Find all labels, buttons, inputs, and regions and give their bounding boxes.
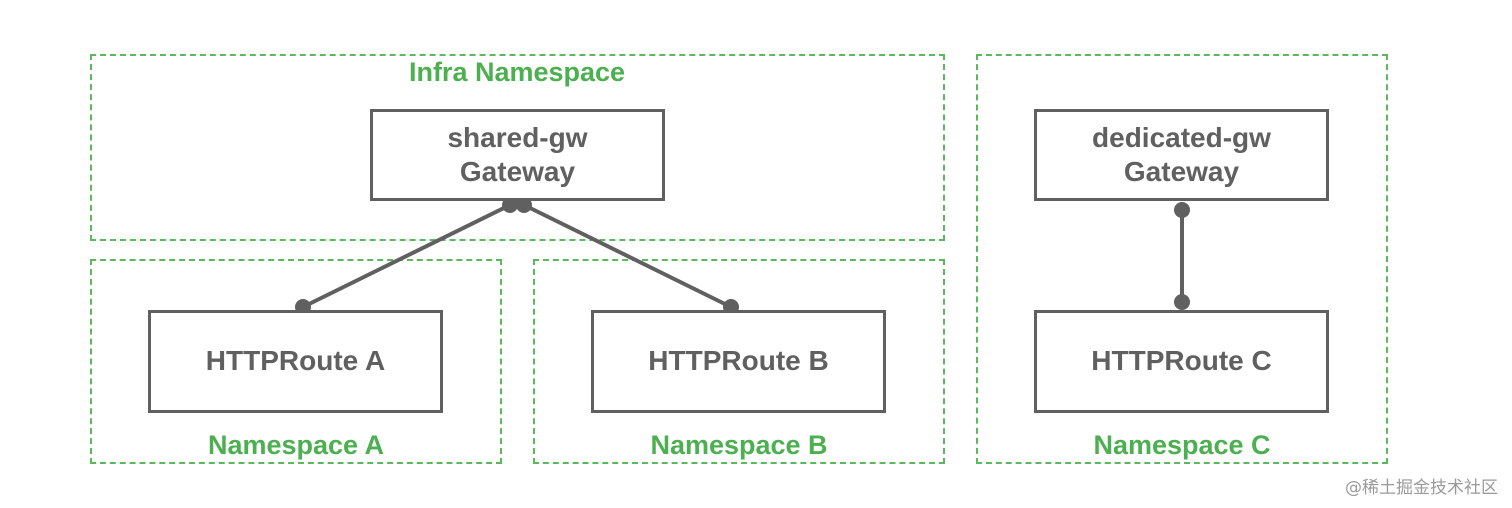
dedicated-gw-gateway-node: dedicated-gw Gateway [1034, 109, 1329, 201]
httproute-b-label: HTTPRoute B [648, 345, 829, 377]
shared-gw-name: shared-gw [447, 121, 588, 153]
httproute-a-label: HTTPRoute A [205, 345, 386, 377]
namespace-b-label: Namespace B [650, 430, 828, 460]
infra-namespace-box [90, 54, 945, 241]
httproute-c-node: HTTPRoute C [1034, 310, 1329, 413]
httproute-a-node: HTTPRoute A [148, 310, 443, 413]
dedicated-gw-name: dedicated-gw [1092, 121, 1271, 153]
namespace-a-box [90, 259, 502, 464]
dedicated-gw-kind: Gateway [1123, 156, 1240, 187]
namespace-b-box [533, 259, 945, 464]
namespace-a-label: Namespace A [207, 430, 385, 460]
watermark-text: @稀土掘金技术社区 [1345, 478, 1498, 498]
shared-gw-kind: Gateway [459, 156, 576, 187]
httproute-c-label: HTTPRoute C [1091, 345, 1272, 377]
namespace-c-box [976, 54, 1388, 464]
namespace-c-label: Namespace C [1093, 430, 1271, 460]
shared-gw-gateway-node: shared-gw Gateway [370, 109, 665, 201]
httproute-b-node: HTTPRoute B [591, 310, 886, 413]
infra-namespace-label: Infra Namespace [408, 57, 626, 87]
